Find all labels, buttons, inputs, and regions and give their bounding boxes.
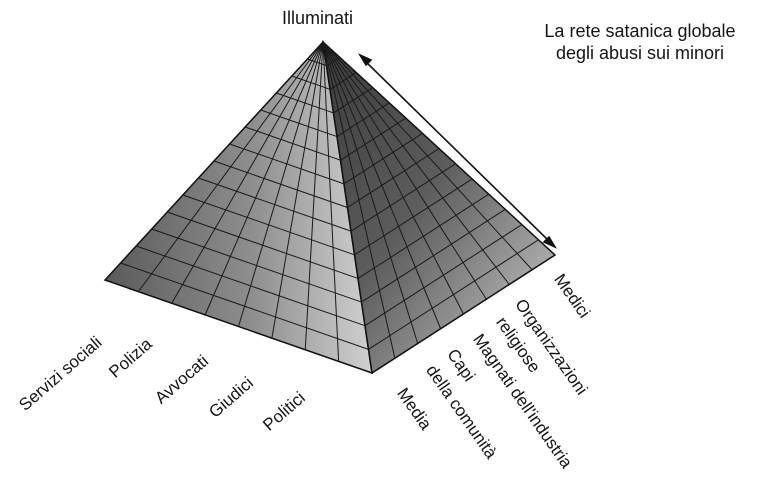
title-line-1: La rete satanica globale (504, 20, 776, 42)
diagram-title: La rete satanica globale degli abusi sui… (504, 20, 776, 64)
title-line-2: degli abusi sui minori (504, 42, 776, 64)
apex-label: Illuminati (282, 9, 353, 27)
